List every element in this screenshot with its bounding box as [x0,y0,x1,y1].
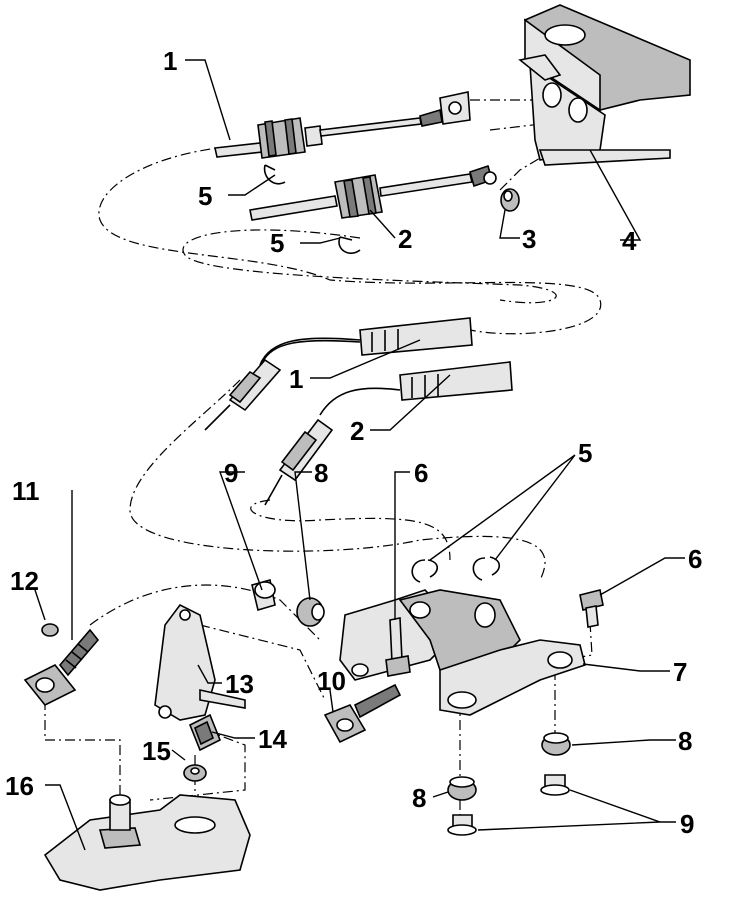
washer-small [41,623,59,637]
bushing-lower-center [447,776,477,801]
cable-end-bushing [500,188,520,212]
callout-6-right: 6 [688,544,702,574]
callout-1-middle: 1 [289,364,303,394]
callout-1-top: 1 [163,46,177,76]
callout-5-top-center: 5 [270,228,284,258]
callout-13: 13 [225,669,254,699]
clamp-block [188,713,222,752]
callout-8-middle: 8 [314,458,328,488]
callout-8-lower-center: 8 [412,783,426,813]
callout-9-lower: 9 [680,809,694,839]
retaining-clip-upper-1 [263,164,286,185]
cable-end-eyelet-center [323,683,402,744]
callout-6-middle: 6 [414,458,428,488]
retaining-clip-lower-1 [411,559,439,583]
retaining-clip-upper-2 [338,236,361,254]
callout-labels: 1 2 3 4 5 5 1 2 5 9 8 6 6 11 12 13 10 7 … [5,46,702,839]
selector-lever [154,603,246,721]
nut-small [183,764,207,782]
selector-cable-upper [214,91,471,159]
callout-14: 14 [258,724,287,754]
bushing-middle [296,597,325,627]
callout-11: 11 [12,476,40,506]
shift-cable-middle [264,361,513,506]
callout-7: 7 [673,657,687,687]
sleeve-lower-right [540,774,570,796]
retaining-clip-lower-2 [472,556,501,581]
callout-3: 3 [522,224,536,254]
callout-10: 10 [317,666,346,696]
callout-9-middle: 9 [224,458,238,488]
selector-cable-middle [204,317,473,431]
callout-2-middle: 2 [350,416,364,446]
callout-16: 16 [5,771,34,801]
callout-4: 4 [622,226,637,256]
shift-cable-upper [249,164,497,221]
leader-lines [34,59,685,851]
callout-15: 15 [142,736,171,766]
callout-5-top-left: 5 [198,181,212,211]
sleeve-middle [251,578,276,612]
callout-5-lower: 5 [578,438,592,468]
bushing-lower-right [541,732,571,756]
sleeve-lower-center [447,814,477,836]
bolt-right [579,589,604,628]
callout-8-lower-right: 8 [678,726,692,756]
callout-12: 12 [10,566,39,596]
gearshift-housing-base [43,794,251,891]
cable-end-eyelet-left [23,628,100,707]
cable-support-bracket [518,4,691,166]
bolt-middle [385,617,411,677]
callout-2-top: 2 [398,224,412,254]
